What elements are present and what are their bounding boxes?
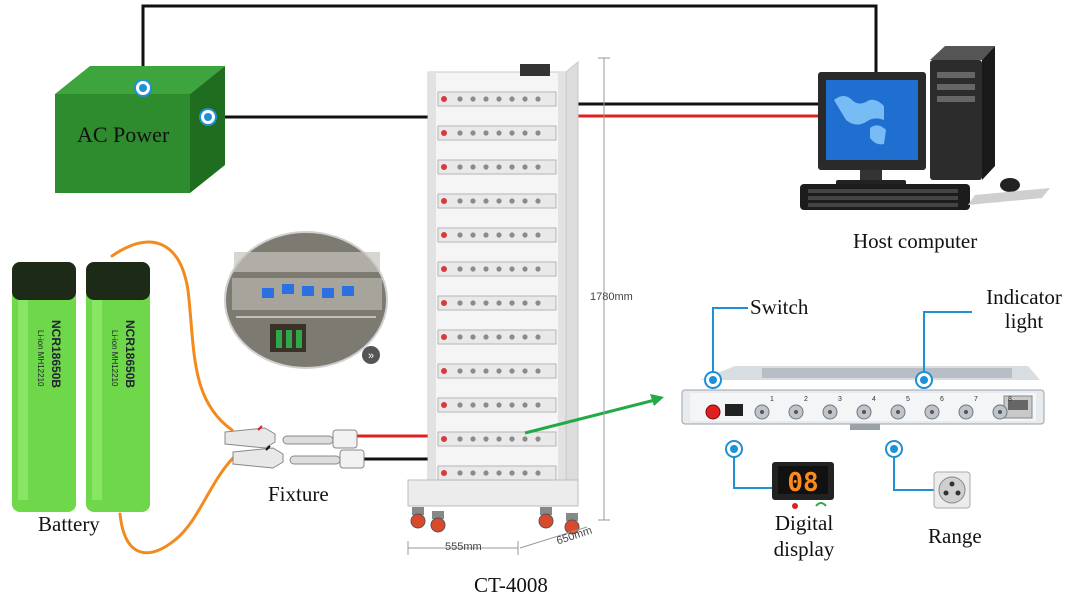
caster-wheel: [538, 507, 554, 529]
rack-module: [437, 295, 557, 311]
svg-text:08: 08: [787, 468, 818, 498]
battery-label: Battery: [38, 512, 100, 536]
battery-cell: NCR18650B Li-ion MH12210: [12, 262, 76, 512]
rack-module: [437, 397, 557, 413]
channel-connector: 6: [924, 396, 944, 420]
digital-display-text: Digital display: [773, 511, 835, 561]
rack-module: [437, 261, 557, 277]
channel-number: 1: [770, 396, 774, 403]
channel-connector: 8: [992, 396, 1012, 420]
callout-leaders: [712, 307, 972, 491]
channel-connector: 4: [856, 396, 876, 420]
channel-number: 8: [1008, 396, 1012, 403]
battery-orange-lead-bottom: [118, 453, 238, 555]
digital-display-graphic: 08: [772, 462, 834, 509]
rack-module: [437, 329, 557, 345]
fixture-label: Fixture: [268, 482, 329, 506]
ac-power-box: [55, 66, 225, 193]
fixture-photo-inset: »: [224, 231, 388, 369]
callout-dot: [885, 440, 903, 458]
host-computer-graphic: [800, 46, 1050, 210]
rack-module: [437, 91, 557, 107]
channel-unit-detail: 1 2 3 4 5 6 7 8: [681, 366, 1045, 430]
range-knob-graphic: [933, 471, 971, 509]
svg-text:NCR18650B: NCR18650B: [49, 320, 63, 388]
rack-module: [437, 125, 557, 141]
channel-connector: 5: [890, 396, 910, 420]
dimension-lines: [407, 57, 610, 555]
top-signal-wire: [141, 4, 878, 90]
test-rack: [407, 60, 580, 535]
model-label: CT-4008: [474, 573, 548, 597]
channel-number: 2: [804, 396, 808, 403]
callout-dot: [704, 371, 722, 389]
battery-orange-lead-top: [110, 240, 234, 432]
callout-dot: [915, 371, 933, 389]
svg-text:»: »: [368, 350, 374, 362]
channel-connector: 2: [788, 396, 808, 420]
rack-module: [437, 159, 557, 175]
fixture-connector: [224, 425, 365, 469]
channel-number: 6: [940, 396, 944, 403]
host-computer-label: Host computer: [853, 229, 978, 253]
svg-text:Li-ion MH12210: Li-ion MH12210: [36, 330, 45, 387]
switch-label: Switch: [750, 295, 809, 319]
ac-power-label: AC Power: [77, 122, 170, 147]
rack-module: [437, 193, 557, 209]
width-dimension-label: 555mm: [445, 541, 482, 553]
caster-wheel: [410, 507, 426, 529]
wires: [110, 4, 878, 555]
monitor-screen: [826, 80, 918, 160]
channel-connector: 7: [958, 396, 978, 420]
rack-module: [437, 431, 557, 447]
channel-number: 5: [906, 396, 910, 403]
callout-dot: [134, 79, 152, 97]
rack-module: [437, 465, 557, 481]
callout-dot: [199, 108, 217, 126]
channel-connector: 1: [754, 396, 774, 420]
digital-display-label: Digital display: [764, 510, 844, 562]
svg-text:NCR18650B: NCR18650B: [123, 320, 137, 388]
range-label: Range: [928, 524, 982, 548]
battery-cells: NCR18650B Li-ion MH12210 NCR18650B Li-ion M…: [12, 262, 150, 512]
channel-number: 3: [838, 396, 842, 403]
channel-number: 4: [872, 396, 876, 403]
rack-module: [437, 227, 557, 243]
power-switch: [705, 404, 721, 420]
channel-number: 7: [974, 396, 978, 403]
indicator-light-label: Indicator light: [984, 285, 1064, 333]
indicator-light-text: Indicator light: [986, 285, 1062, 333]
battery-cell: NCR18650B Li-ion MH12210: [86, 262, 150, 512]
callout-dot: [725, 440, 743, 458]
svg-text:Li-ion MH12210: Li-ion MH12210: [110, 330, 119, 387]
rack-module: [437, 363, 557, 379]
mouse: [1000, 178, 1020, 192]
height-dimension-label: 1780mm: [590, 291, 633, 303]
detail-arrow: [524, 394, 664, 435]
caster-wheel: [430, 511, 446, 533]
channel-connector: 3: [822, 396, 842, 420]
